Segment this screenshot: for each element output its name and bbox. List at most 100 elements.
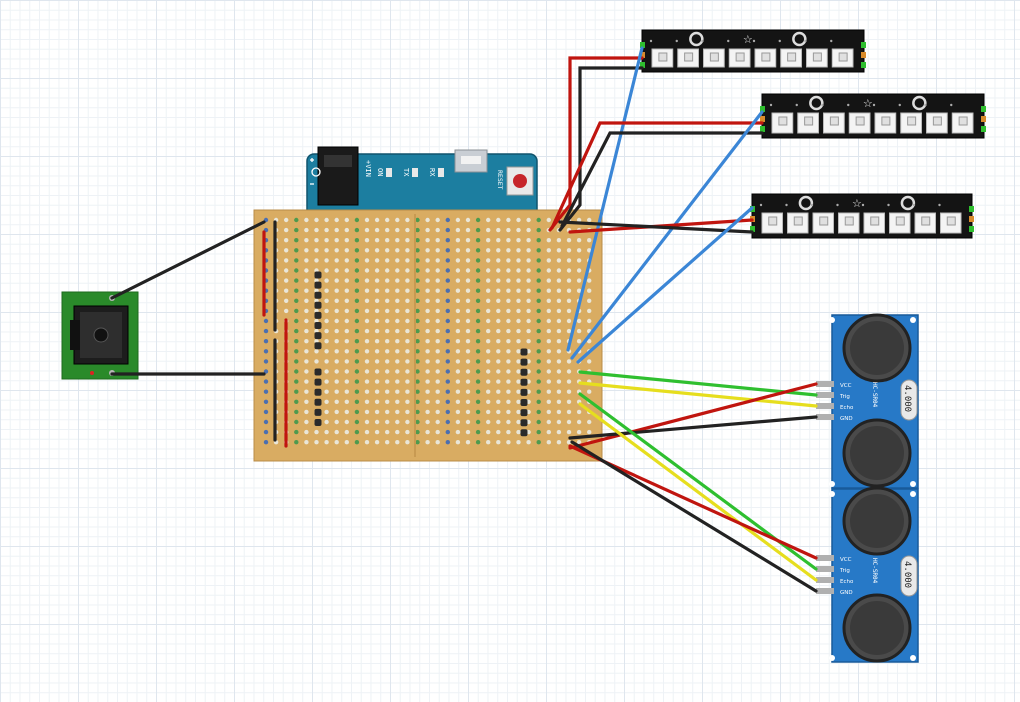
wire-trig[interactable] — [578, 370, 818, 397]
perfboard-hole — [334, 429, 339, 435]
perfboard-hole — [435, 238, 440, 243]
wire-echo[interactable] — [578, 381, 818, 408]
perfboard-hole — [425, 248, 430, 253]
perfboard-hole — [475, 389, 481, 394]
led-chip — [881, 116, 891, 126]
perfboard-hole — [536, 379, 541, 384]
perfboard-hole — [475, 278, 481, 283]
wire-ground[interactable] — [568, 415, 818, 440]
perfboard-hole — [445, 339, 450, 344]
perfboard-hole — [465, 238, 471, 243]
perfboard-hole — [263, 339, 269, 344]
perfboard-hole — [506, 227, 511, 233]
perfboard-hole — [284, 268, 289, 273]
wire-ground[interactable] — [570, 440, 818, 593]
wire-data[interactable] — [570, 110, 764, 360]
perfboard-hole — [284, 298, 289, 303]
perfboard-hole — [354, 409, 360, 415]
perfboard-hole — [294, 318, 299, 324]
perfboard-hole — [314, 429, 319, 435]
perfboard-hole — [324, 399, 329, 404]
perfboard-hole — [284, 248, 289, 253]
perfboard-hole — [425, 349, 430, 354]
perfboard-hole — [576, 328, 582, 334]
perfboard-hole — [556, 369, 562, 374]
perfboard-hole — [475, 369, 481, 374]
perfboard-hole — [526, 288, 531, 293]
perfboard-hole — [263, 369, 269, 374]
perfboard-hole — [465, 440, 471, 445]
wire-ground[interactable] — [558, 220, 754, 234]
led-chip — [838, 52, 848, 62]
perfboard-hole — [516, 278, 521, 283]
perfboard-hole — [324, 288, 329, 293]
led-strip-3[interactable]: ☆ — [750, 193, 974, 239]
microcontroller-board[interactable]: +VIN ON TX RX RESET — [306, 146, 538, 227]
led-chip — [793, 216, 803, 226]
perfboard-hole — [566, 268, 572, 273]
perfboard-hole — [405, 278, 410, 283]
perfboard-hole — [516, 308, 521, 314]
wire-ground[interactable] — [558, 66, 644, 232]
perfboard-hole — [415, 248, 420, 253]
perfboard-hole — [344, 409, 349, 415]
perfboard-hole — [354, 440, 360, 445]
wire-power[interactable] — [550, 121, 764, 230]
perfboard-hole — [556, 359, 562, 364]
perfboard-hole — [415, 308, 420, 314]
perfboard-hole — [425, 409, 430, 415]
wire-power[interactable] — [568, 382, 818, 450]
perfboard-hole — [546, 318, 551, 324]
perfboard-hole — [435, 278, 440, 283]
led-chip — [761, 52, 771, 62]
perfboard-hole — [294, 248, 299, 253]
star-icon: ☆ — [743, 33, 753, 46]
perfboard-hole — [364, 318, 370, 324]
perfboard[interactable] — [253, 209, 603, 462]
perfboard-hole — [546, 349, 551, 354]
perfboard-hole — [314, 359, 319, 364]
wire-power[interactable] — [548, 56, 644, 232]
wire-ground[interactable] — [560, 131, 764, 228]
perfboard-hole — [395, 328, 400, 334]
perfboard-hole — [405, 379, 410, 384]
perfboard-hole — [415, 217, 420, 223]
perfboard-hole — [516, 349, 521, 354]
perfboard-hole — [435, 369, 440, 374]
perfboard-hole — [486, 409, 491, 415]
ultrasonic-sensor-2[interactable]: 4.000 HC-SR04 VCC Trig Echo GND — [816, 486, 919, 663]
perfboard-hole — [344, 328, 349, 334]
perfboard-hole — [455, 359, 461, 364]
perfboard-hole — [566, 318, 572, 324]
perfboard-hole — [536, 399, 541, 404]
perfboard-hole — [334, 288, 339, 293]
perfboard-hole — [405, 369, 410, 374]
led-chip — [907, 116, 917, 126]
wire-ground[interactable] — [110, 220, 266, 300]
reset-button[interactable] — [506, 166, 534, 196]
perfboard-hole — [566, 298, 572, 303]
perfboard-hole — [435, 339, 440, 344]
strip-pad — [750, 226, 755, 232]
perfboard-hole — [304, 419, 309, 425]
perfboard-hole — [364, 359, 370, 364]
perfboard-hole — [304, 227, 309, 233]
perfboard-hole — [263, 399, 269, 404]
ultrasonic-sensor-1[interactable]: 4.000 HC-SR04 VCC Trig Echo GND — [816, 313, 919, 489]
perfboard-hole — [364, 440, 370, 445]
perfboard-hole — [435, 349, 440, 354]
perfboard-hole — [294, 349, 299, 354]
led-strip-1[interactable]: ☆ — [640, 29, 866, 73]
led-strip-2[interactable]: ☆ — [760, 93, 986, 139]
header-pin — [520, 378, 528, 386]
wire-data[interactable] — [566, 46, 644, 352]
audio-jack-breakout[interactable] — [61, 291, 139, 380]
mount-hole — [912, 95, 927, 111]
perfboard-hole — [486, 248, 491, 253]
perfboard-hole — [566, 258, 572, 263]
wire-data[interactable] — [576, 206, 754, 364]
perfboard-hole — [455, 409, 461, 415]
header-pin — [520, 409, 528, 417]
wire-echo[interactable] — [578, 402, 818, 582]
